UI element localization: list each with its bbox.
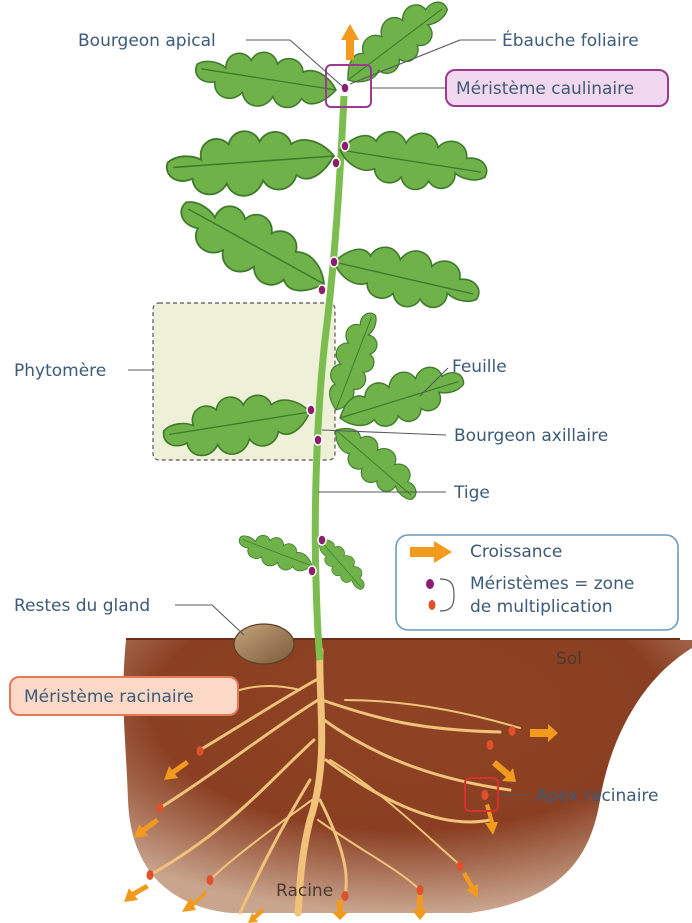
legend-root-meristem-icon <box>429 600 436 610</box>
label-tige: Tige <box>453 483 490 503</box>
label-bourgeon-apical: Bourgeon apical <box>78 31 216 51</box>
legend-meristemes-line1: Méristèmes = zone <box>470 574 634 594</box>
label-meristeme-caulinaire: Méristème caulinaire <box>456 79 634 99</box>
legend-meristemes-line2: de multiplication <box>470 597 613 617</box>
label-ebauche-foliaire: Ébauche foliaire <box>502 29 639 51</box>
label-restes-du-gland: Restes du gland <box>14 596 150 616</box>
legend-shoot-meristem-icon <box>426 579 434 589</box>
label-racine: Racine <box>276 881 333 901</box>
label-meristeme-racinaire: Méristème racinaire <box>24 687 194 707</box>
legend-croissance: Croissance <box>470 542 562 562</box>
label-bourgeon-axillaire: Bourgeon axillaire <box>454 426 608 446</box>
leaves <box>159 0 491 596</box>
label-apex-racinaire: Apex racinaire <box>536 786 659 806</box>
label-feuille: Feuille <box>452 357 507 377</box>
label-phytomere: Phytomère <box>14 361 106 381</box>
label-sol: Sol <box>556 649 582 669</box>
legend: Croissance Méristèmes = zone de multipli… <box>396 535 678 630</box>
acorn-remains <box>234 624 294 664</box>
